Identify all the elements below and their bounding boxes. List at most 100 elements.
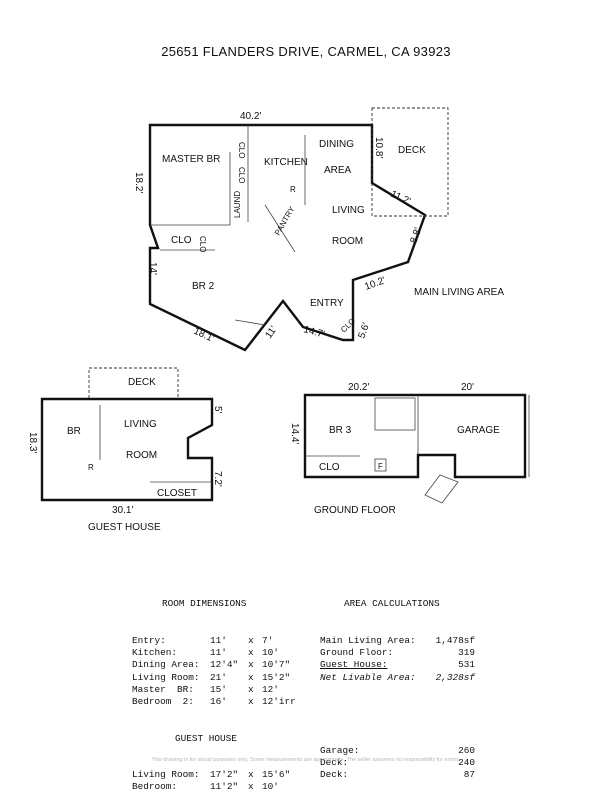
ground-closet-label: CLO	[319, 462, 340, 473]
deck-outline	[371, 107, 449, 217]
guest-dim-notch-top: 5'	[212, 406, 223, 414]
guest-dimensions-rows: Living Room: 17'2" x 15'6"Bedroom: 11'2" x 10'	[132, 769, 312, 792]
dim-br2-left: 14'	[147, 262, 158, 275]
room-dimension-x: x	[248, 647, 254, 659]
guest-refrigerator-label: R	[88, 463, 94, 472]
dim-diagonal: 11.2'	[389, 189, 412, 208]
room-dimension-row: Kitchen: 11' x 10'	[132, 647, 312, 659]
main-living-outline	[148, 123, 427, 352]
room-dimension-name: Living Room:	[132, 671, 200, 683]
area-extra-row: Deck:240	[320, 757, 475, 769]
area-row: Main Living Area:1,478sf	[320, 635, 475, 647]
room-dimension-x: x	[248, 635, 254, 647]
guest-dim-left: 18.3'	[27, 432, 38, 453]
ground-floor-plan: 20.2' 20' 14.4' BR 3 GARAGE CLO F GROUND…	[289, 382, 530, 516]
guest-dimension-width: 11'2"	[210, 781, 239, 792]
guest-dim-notch-bottom: 7.2'	[212, 471, 223, 487]
ground-dim-left: 14.4'	[289, 423, 300, 444]
ground-dim-top-right: 20'	[461, 382, 474, 393]
area-row: Guest House:531	[320, 659, 475, 671]
ground-furnace-box	[374, 458, 387, 472]
area-name: Guest House:	[320, 659, 388, 671]
guest-dimension-width: 17'2"	[210, 769, 239, 781]
area-name: Main Living Area:	[320, 635, 416, 647]
guest-room-label: ROOM	[126, 450, 157, 461]
living-label: LIVING	[332, 205, 365, 216]
entry-closet-label: CLO	[339, 316, 357, 334]
dim-deck-side: 10.8'	[373, 137, 384, 158]
room-dimension-width: 11'	[210, 647, 227, 659]
disclaimer-text: This drawing is for visual purposes only…	[151, 757, 461, 763]
ground-bath-outline	[374, 397, 416, 431]
br2-label: BR 2	[192, 281, 215, 292]
refrigerator-label: R	[290, 185, 296, 194]
room-dimension-x: x	[248, 671, 254, 683]
dining-label: DINING	[319, 139, 354, 150]
ground-floor-caption: GROUND FLOOR	[314, 505, 396, 516]
area-calculations-header: AREA CALCULATIONS	[344, 598, 440, 610]
main-living-area-caption: MAIN LIVING AREA	[414, 287, 504, 298]
furnace-label: F	[378, 462, 383, 471]
guest-house-outline	[40, 397, 214, 502]
guest-dimension-length: 10'	[262, 781, 279, 792]
garage-label: GARAGE	[457, 425, 500, 436]
main-living-area-plan: MASTER BR CLO CLO LAUND KITCHEN DINING A…	[133, 107, 504, 352]
guest-dimension-name: Bedroom:	[132, 781, 178, 792]
room-dimension-width: 12'4"	[210, 659, 239, 671]
room-dimension-width: 15'	[210, 683, 227, 695]
master-br-wall	[150, 152, 231, 226]
closet-label-2: CLO	[237, 167, 246, 183]
room-dimensions-header: ROOM DIMENSIONS	[162, 598, 247, 610]
room-dimension-name: Kitchen:	[132, 647, 178, 659]
laundry-label: LAUND	[233, 191, 242, 218]
dim-top: 40.2'	[240, 111, 261, 122]
guest-closet-label: CLOSET	[157, 488, 197, 499]
entry-wall	[234, 319, 266, 326]
area-extra-row: Garage: 260	[320, 745, 475, 757]
guest-house-plan: DECK BR LIVING ROOM R CLOSET 18.3' 30.1'…	[27, 367, 223, 533]
area-value: 2,328sf	[435, 671, 475, 683]
area-extra-name: Garage:	[320, 744, 360, 756]
living-room-label: ROOM	[332, 236, 363, 247]
area-name: Ground Floor:	[320, 647, 394, 659]
dim-right-2: 10.2'	[363, 275, 387, 293]
area-value: 319	[458, 647, 475, 659]
room-dimension-name: Master BR:	[132, 683, 194, 695]
area-extra-row: Deck: 87	[320, 769, 475, 781]
room-dimension-length: 10'	[262, 647, 279, 659]
guest-dimension-length: 15'6"	[262, 769, 291, 781]
master-br-label: MASTER BR	[162, 154, 220, 165]
room-dimension-width: 21'	[210, 671, 227, 683]
area-extra-value: 260	[458, 744, 475, 756]
dim-left: 18.2'	[133, 172, 144, 193]
br3-label: BR 3	[329, 425, 352, 436]
dim-bottom: 18.1'	[192, 326, 216, 345]
room-dimension-name: Bedroom 2:	[132, 696, 194, 708]
room-dimension-length: 7'	[262, 635, 274, 647]
guest-dim-bottom: 30.1'	[112, 505, 133, 516]
deck-label: DECK	[398, 145, 426, 156]
guest-living-label: LIVING	[124, 419, 157, 430]
guest-br-label: BR	[67, 426, 81, 437]
pantry-wall	[264, 204, 296, 253]
room-dimension-length: 12'irr	[262, 696, 296, 708]
area-extra-value: 87	[463, 769, 475, 781]
guest-dimension-name: Living Room:	[132, 769, 200, 781]
pantry-label: PANTRY	[273, 204, 297, 237]
area-extra-name: Deck:	[320, 769, 349, 781]
room-dimension-length: 12'	[262, 683, 279, 695]
guest-dimension-x: x	[248, 769, 254, 781]
room-dimension-length: 10'7"	[262, 659, 291, 671]
guest-dimension-row: Living Room: 17'2" x 15'6"	[132, 769, 312, 781]
dim-right: 8.8'	[408, 226, 424, 245]
stairs-outline	[424, 474, 459, 504]
room-dimension-name: Entry:	[132, 635, 166, 647]
